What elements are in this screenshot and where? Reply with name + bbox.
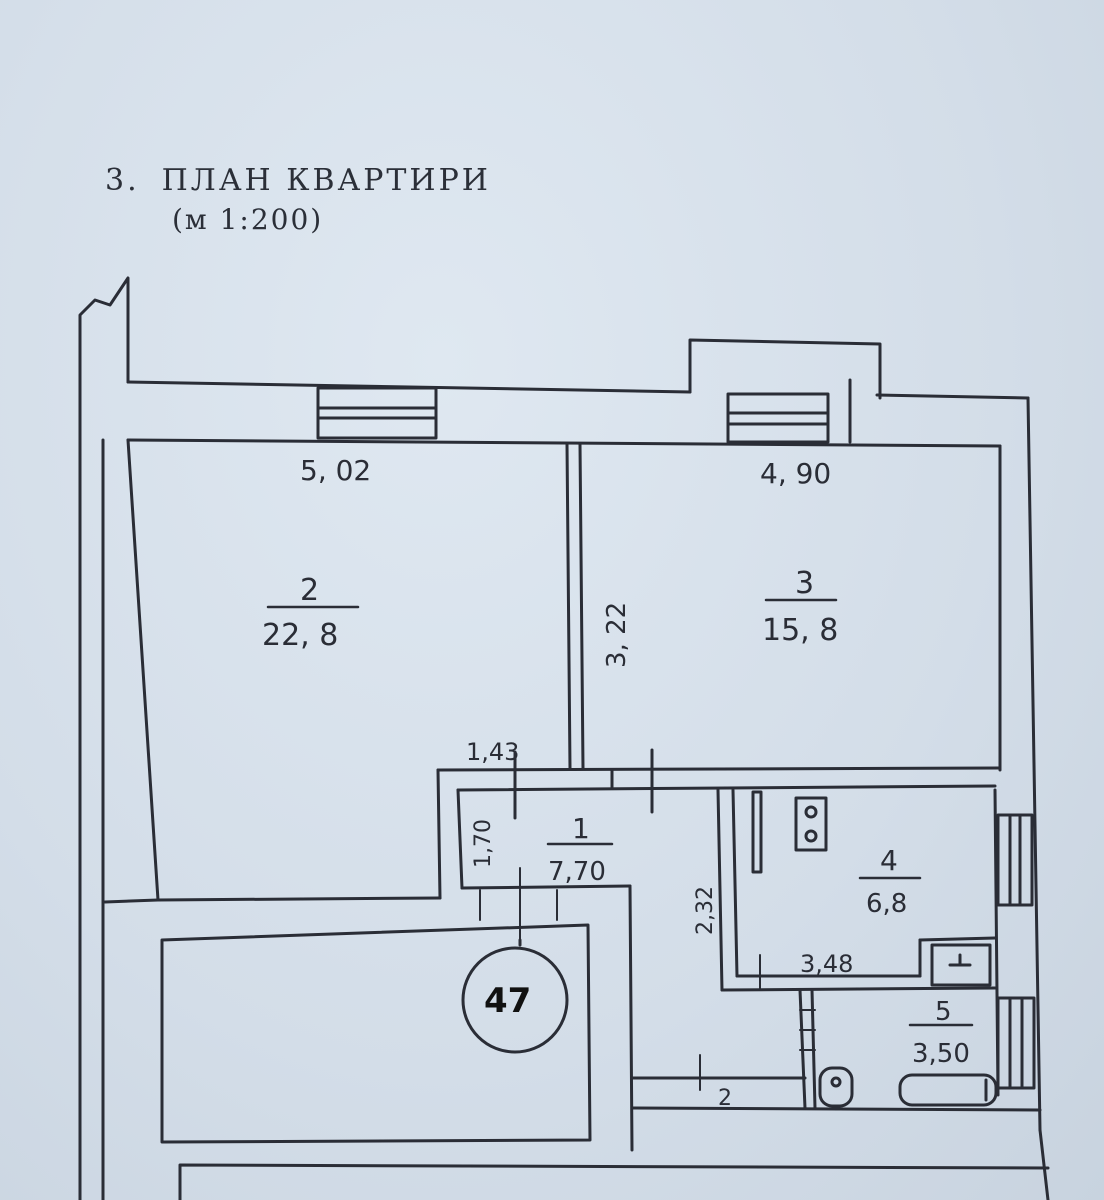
dim-kitchen-side: 2,32: [693, 886, 718, 935]
stairwell-number: 47: [484, 981, 531, 1021]
stove-icon: [794, 796, 828, 852]
plan-heading: 3. ПЛАН КВАРТИРИ: [105, 163, 491, 198]
dim-room3-depth: 3, 22: [602, 602, 632, 668]
window-room2: [316, 386, 438, 440]
dim-hall-top: 1,43: [466, 738, 519, 766]
room-2-number: 2: [300, 573, 319, 608]
plan-title: ПЛАН КВАРТИРИ: [161, 163, 491, 198]
room-4-area: 6,8: [866, 889, 907, 919]
room-1-number: 1: [572, 812, 590, 845]
exterior-wall-left: [78, 276, 130, 1200]
bathtub-icon: [898, 1073, 998, 1107]
room-1-area: 7,70: [548, 857, 606, 887]
room-2-area: 22, 8: [262, 618, 338, 653]
partition-2-3: [565, 442, 585, 770]
room-3-area: 15, 8: [762, 613, 838, 648]
room-3-number: 3: [795, 566, 814, 601]
window-bath: [996, 996, 1036, 1090]
window-kitchen: [996, 813, 1034, 907]
dim-hall-side: 1,70: [471, 819, 496, 868]
door-marks: [479, 867, 816, 1091]
room-5-number: 5: [935, 997, 952, 1027]
kitchen-walls: [716, 788, 997, 992]
balcony: [688, 338, 882, 400]
room-4-number: 4: [880, 844, 898, 877]
room-2-walls: [103, 438, 442, 904]
stair-landing: [160, 923, 1050, 1200]
fraction-bars: [266, 598, 974, 1027]
stairwell-marker: [461, 938, 569, 1054]
hall-walls: [436, 748, 1002, 1152]
dim-corridor: 2: [718, 1086, 732, 1111]
plan-scale: (м 1:200): [172, 203, 324, 236]
exterior-wall-top: [126, 380, 1030, 448]
dim-room3-width: 4, 90: [760, 457, 831, 490]
section-number: 3.: [105, 163, 140, 198]
room-5-area: 3,50: [912, 1039, 970, 1069]
window-room3: [726, 378, 852, 444]
toilet-icon: [818, 1066, 854, 1108]
dim-kitchen-bottom: 3,48: [800, 950, 853, 978]
dim-room2-width: 5, 02: [300, 454, 371, 487]
